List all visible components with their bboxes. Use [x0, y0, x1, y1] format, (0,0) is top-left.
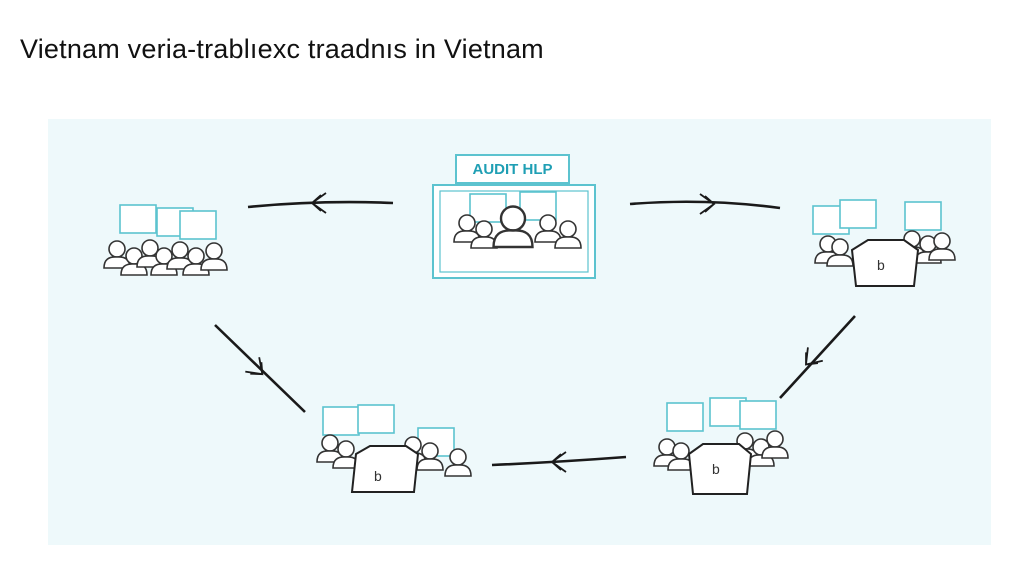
node-badge-bottom-left: b — [374, 468, 382, 484]
audit-help-label: AUDIT HLP — [455, 154, 570, 184]
node-audit-help — [432, 184, 596, 279]
connector-top-left — [247, 192, 394, 214]
connector-right — [779, 315, 856, 399]
node-group-top-left — [103, 204, 228, 276]
diagram-title: Vietnam veria-trablıexc traadnıs in Viet… — [20, 34, 544, 64]
node-group-bottom-left — [316, 404, 472, 493]
node-group-bottom-right — [653, 397, 789, 495]
node-badge-bottom-right: b — [712, 461, 720, 477]
connector-bottom — [491, 451, 627, 473]
node-badge-top-right: b — [877, 257, 885, 273]
connector-top-right — [629, 193, 781, 215]
connector-left — [214, 324, 306, 413]
node-group-top-right — [812, 199, 956, 287]
